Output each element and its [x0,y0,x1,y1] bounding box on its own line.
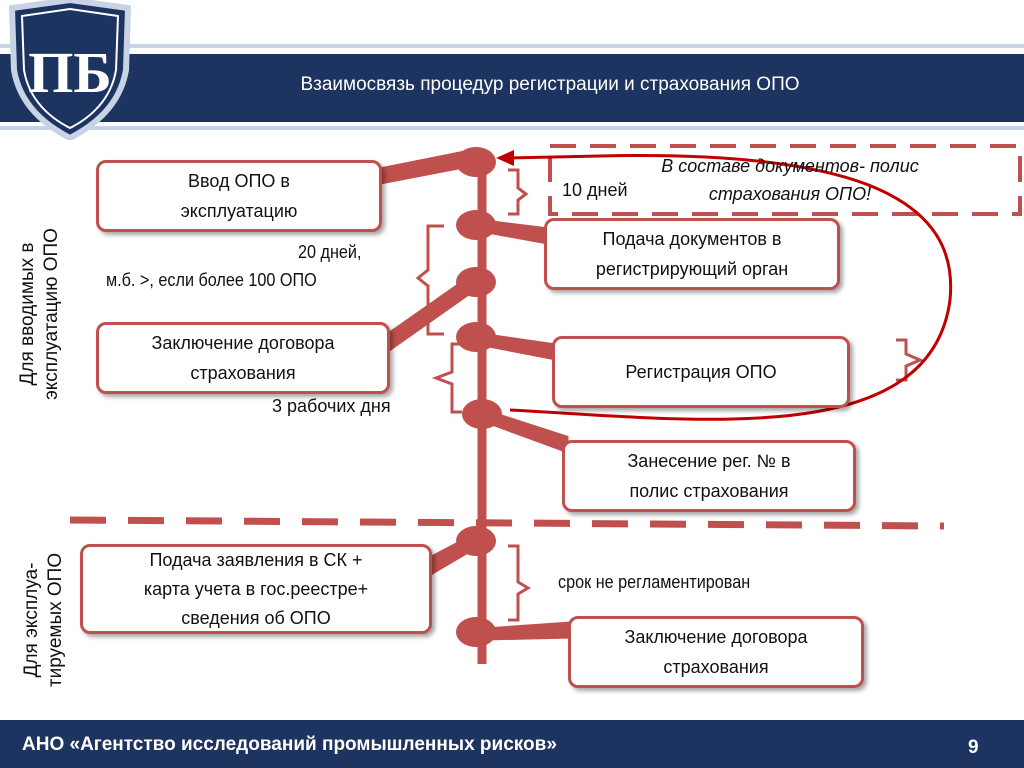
node-5 [462,399,502,429]
node-2 [456,210,496,240]
insurance-note-line2: страхования ОПО! [708,184,872,204]
braces [415,168,924,622]
box-dogovor1: Заключение договора страхования [96,322,390,394]
side-label-new-line1: Для вводимых в [17,242,38,386]
page-number: 9 [968,737,979,758]
box-dogovor2: Заключение договора страхования [568,616,864,688]
box-vvod: Ввод ОПО в эксплуатацию [96,160,382,232]
footer-org: АНО «Агентство исследований промышленных… [22,734,557,755]
box-zanesenie-line2: полис страхования [629,481,789,501]
node-4 [456,322,496,352]
note-dashed-box [548,144,1022,216]
box-zanesenie: Занесение рег. № в полис страхования [562,440,856,512]
insurance-note-line1: В составе документов- полис [661,156,919,176]
box-dogovor2-line1: Заключение договора [624,627,808,647]
box-zanesenie-line1: Занесение рег. № в [627,451,791,471]
label-not-regulated: срок не регламентирован [558,572,751,592]
section-separator [69,516,945,530]
label-twenty-days-line2: м.б. >, если более 100 ОПО [106,270,317,290]
box-registration-text: Регистрация ОПО [625,362,777,382]
side-label-old-line2: тируемых ОПО [45,552,66,688]
header-band [0,54,1024,122]
side-label-old: Для эксплуа- тируемых ОПО [20,540,68,700]
label-three-days: 3 рабочих дня [272,396,391,416]
timeline-nodes [456,147,502,647]
footer-band [0,720,1024,768]
box-registration: Регистрация ОПО [552,336,850,408]
insurance-note: В составе документов- полис страхования … [610,152,970,208]
logo-text: ПБ [28,40,111,105]
brace-three-days [431,342,462,414]
brace-registration [896,338,924,382]
box-zayavlenie: Подача заявления в СК + карта учета в го… [80,544,432,634]
header-stripe-bottom [0,126,1024,130]
box-vvod-line2: эксплуатацию [180,201,298,221]
box-dogovor1-line1: Заключение договора [151,333,335,353]
brace-ten-days [508,168,529,216]
node-3 [456,267,496,297]
connector-dogovor2 [480,621,573,641]
box-dogovor2-line2: страхования [663,657,769,677]
box-zayavlenie-line2: карта учета в гос.реестре+ [143,578,369,599]
return-arrowhead [496,150,514,166]
node-1 [456,147,496,177]
box-dogovor1-line2: страхования [190,363,296,383]
box-vvod-line1: Ввод ОПО в [188,171,290,191]
box-zayavlenie-line3: сведения об ОПО [181,607,331,628]
slide-title: Взаимосвязь процедур регистрации и страх… [300,74,800,95]
label-ten-days: 10 дней [562,180,628,200]
brace-twenty-days [415,224,444,336]
side-label-new-line2: эксплуатацию ОПО [41,228,62,400]
label-twenty-days-line1: 20 дней, [298,242,362,262]
box-podacha-line1: Подача документов в [602,229,782,249]
brace-not-regulated [508,544,531,622]
box-podacha-line2: регистрирующий орган [595,259,789,279]
side-label-new: Для вводимых в эксплуатацию ОПО [16,204,64,424]
box-podacha: Подача документов в регистрирующий орган [544,218,840,290]
node-6 [456,526,496,556]
header-stripe-top [0,44,1024,48]
box-zayavlenie-line1: Подача заявления в СК + [149,549,363,570]
return-arrow [507,154,953,421]
node-7 [456,617,496,647]
side-label-old-line1: Для эксплуа- [21,562,42,678]
logo: ПБ [8,0,132,140]
